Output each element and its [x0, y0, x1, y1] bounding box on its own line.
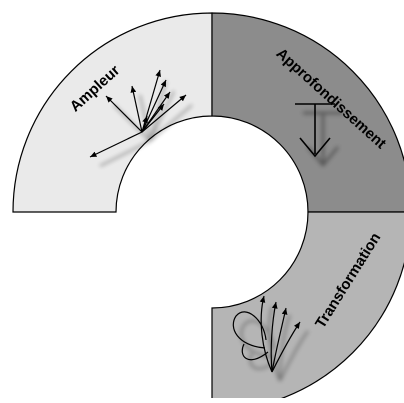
- branching-arrows-icon: [232, 295, 309, 382]
- down-arrow-icon: [295, 103, 343, 167]
- radiating-arrows-icon: [89, 69, 193, 167]
